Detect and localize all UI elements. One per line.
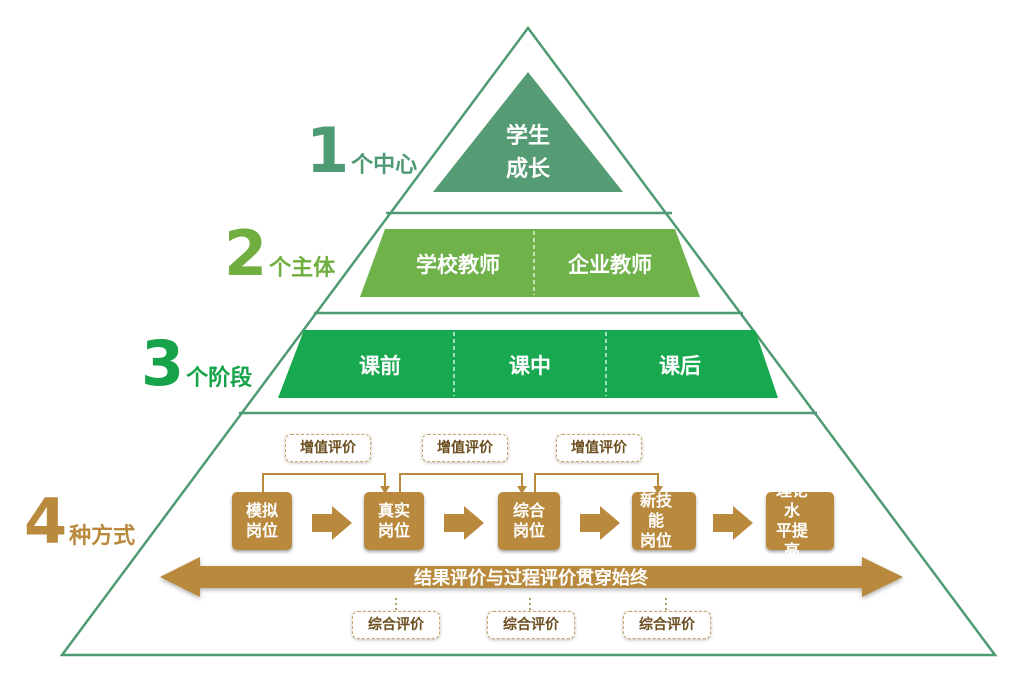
subject-enterprise: 企业教师 [567, 253, 652, 277]
stage-line1: 真实 [377, 501, 410, 520]
level-2-number: 2 [224, 217, 268, 290]
comprehensive-tag: 综合评价 [623, 611, 711, 639]
subject-band [360, 229, 700, 297]
top-line1: 学生 [506, 123, 550, 149]
top-triangle [433, 72, 623, 192]
stage-simulated-post: 模拟岗位 [232, 492, 292, 550]
level-1-label: 1 个中心 [306, 120, 417, 182]
stage-theory-improvement: 理论水平提高 [766, 481, 834, 560]
banner-text: 结果评价与过程评价贯穿始终 [414, 567, 649, 589]
flow-arrow-2 [444, 506, 484, 540]
comprehensive-connectors [395, 598, 667, 610]
value-added-tag: 增值评价 [285, 434, 371, 462]
stage-line1: 综合 [512, 501, 545, 520]
subject-school: 学校教师 [416, 253, 500, 277]
level-3-label: 3 个阶段 [141, 333, 252, 395]
level-1-number: 1 [306, 114, 350, 187]
value-added-arrowheads [380, 486, 663, 494]
level-4-number: 4 [24, 485, 68, 558]
comprehensive-tag: 综合评价 [352, 611, 440, 639]
phase-after: 课后 [659, 354, 701, 378]
level-2-text: 个主体 [269, 256, 336, 281]
stage-line2: 岗位 [245, 521, 278, 540]
level-3-number: 3 [141, 327, 185, 400]
level-3-text: 个阶段 [186, 366, 253, 391]
evaluation-banner [160, 557, 903, 597]
flow-arrow-4 [713, 506, 753, 540]
comprehensive-tag: 综合评价 [487, 611, 575, 639]
level-1-text: 个中心 [351, 153, 418, 178]
stage-line1: 理论水 [775, 481, 808, 520]
phase-during: 课中 [509, 354, 551, 378]
level-4-label: 4 种方式 [24, 491, 135, 553]
value-added-tag: 增值评价 [422, 434, 508, 462]
level-4-text: 种方式 [69, 524, 136, 549]
stage-line2: 岗位 [377, 521, 410, 540]
stage-line2: 岗位 [512, 521, 545, 540]
flow-arrow-3 [580, 506, 620, 540]
phase-before: 课前 [359, 354, 401, 378]
value-added-tag: 增值评价 [556, 434, 642, 462]
stage-new-skill-post: 新技能岗位 [632, 491, 696, 550]
stage-line2: 岗位 [639, 531, 672, 550]
value-added-connectors [262, 473, 659, 492]
stage-comprehensive-post: 综合岗位 [498, 492, 560, 550]
stage-line1: 新技能 [639, 491, 672, 530]
stage-line2: 平提高 [775, 521, 808, 560]
flow-arrow-1 [312, 506, 352, 540]
stage-real-post: 真实岗位 [364, 492, 424, 550]
flow-arrows [312, 506, 753, 540]
stage-line1: 模拟 [245, 501, 278, 520]
phase-band [278, 330, 778, 398]
top-line2: 成长 [506, 157, 551, 182]
level-2-label: 2 个主体 [224, 223, 335, 285]
